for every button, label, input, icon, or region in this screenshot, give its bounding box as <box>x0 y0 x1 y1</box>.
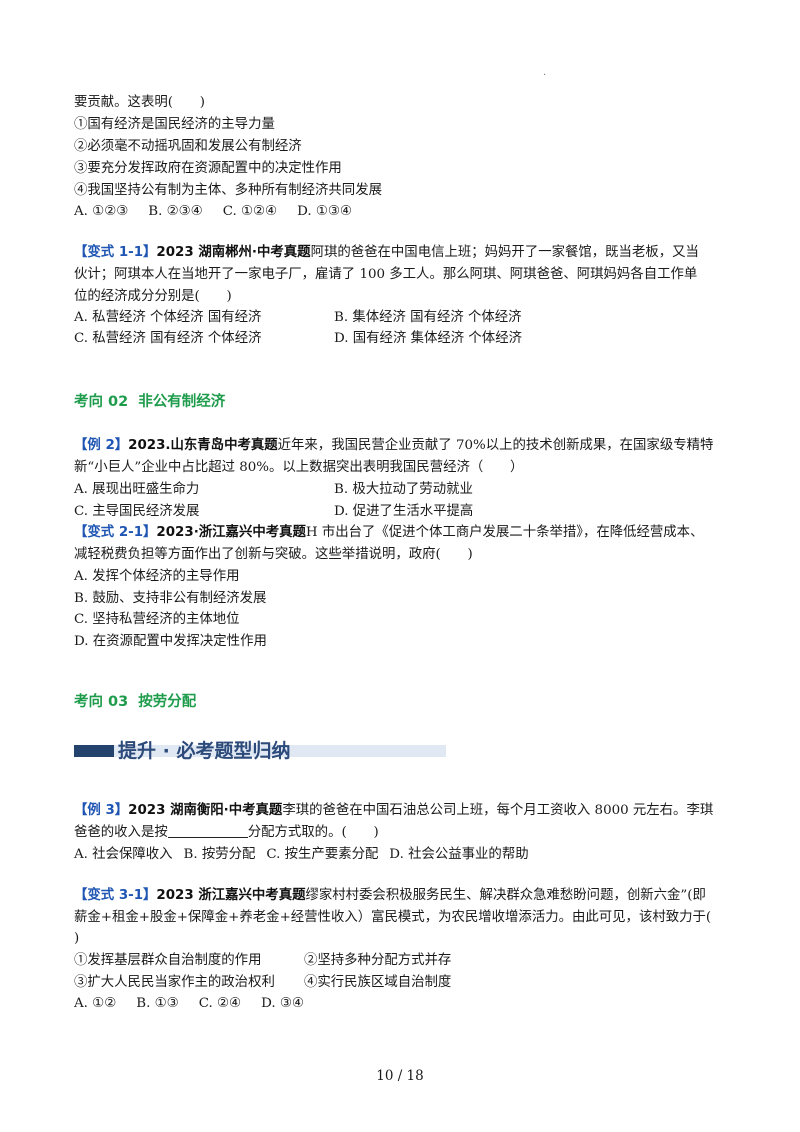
variant-2-1-line2: 减轻税费负担等方面作出了创新与突破。这些举措说明，政府( ) <box>74 547 473 562</box>
variant-3-1-option-1: ①发挥基层群众自治制度的作用 <box>74 953 262 968</box>
variant-1-1-option-c: C. 私营经济 国有经济 个体经济 <box>74 331 262 346</box>
option-4: ④我国坚持公有制为主体、多种所有制经济共同发展 <box>74 183 382 198</box>
variant-3-1-text: 缪家村村委会积极服务民生、解决群众急难愁盼问题，创新六金”(即 <box>305 888 706 903</box>
example-3-line1: 【例 3】2023 湖南衡阳·中考真题李琪的爸爸在中国石油总公司上班，每个月工资… <box>74 801 713 821</box>
section-title: 非公有制经济 <box>138 394 226 410</box>
variant-3-1-option-3: ③扩大人民民当家作主的政治权利 <box>74 975 275 990</box>
example-2-option-c: C. 主导国民经济发展 <box>74 504 200 519</box>
example-2-tag: 【例 2】 <box>74 438 129 453</box>
section-banner: 提升 · 必考题型归纳 <box>74 736 446 762</box>
variant-1-1-option-b: B. 集体经济 国有经济 个体经济 <box>334 310 522 325</box>
example-3-tag: 【例 3】 <box>74 803 129 818</box>
question-text: 要贡献。这表明( ) <box>74 95 205 110</box>
example-2-line1: 【例 2】2023.山东青岛中考真题近年来，我国民营企业贡献了 70%以上的技术… <box>74 436 713 456</box>
example-2-option-a: A. 展现出旺盛生命力 <box>74 482 200 497</box>
variant-2-1-source: 2023·浙江嘉兴中考真题 <box>156 525 306 540</box>
example-2-text: 近年来，我国民营企业贡献了 70%以上的技术创新成果，在国家级专精特 <box>277 438 714 453</box>
answer-choices: A. ①②③ B. ②③④ C. ①②④ D. ①③④ <box>74 204 352 219</box>
example-3-line2: 爸爸的收入是按分配方式取的。( ) <box>74 823 379 840</box>
example-3-source: 2023 湖南衡阳·中考真题 <box>128 803 283 818</box>
variant-3-1-line3: ) <box>74 931 80 946</box>
variant-1-1-tag: 【变式 1-1】 <box>74 245 157 260</box>
section-number: 考向 03 <box>74 694 129 710</box>
section-heading-02: 考向 02 非公有制经济 <box>74 390 235 411</box>
scan-mark: · <box>543 70 547 81</box>
example-2-option-b: B. 极大拉动了劳动就业 <box>334 482 473 497</box>
variant-3-1-line2: 薪金+租金+股金+保障金+养老金+经营性收入）富民模式，为农民增收增添活力。由此… <box>74 910 712 925</box>
variant-2-1-option-a: A. 发挥个体经济的主导作用 <box>74 569 240 584</box>
example-2-line2: 新“小巨人”企业中占比超过 80%。以上数据突出表明我国民营经济（ ） <box>74 460 524 475</box>
variant-2-1-line1: 【变式 2-1】2023·浙江嘉兴中考真题H 市出台了《促进个体工商户发展二十条… <box>74 523 703 543</box>
variant-2-1-tag: 【变式 2-1】 <box>74 525 157 540</box>
banner-title: 提升 · 必考题型归纳 <box>118 740 291 762</box>
example-2-option-d: D. 促进了生活水平提高 <box>334 504 474 519</box>
banner-accent <box>74 745 114 757</box>
variant-1-1-option-d: D. 国有经济 集体经济 个体经济 <box>334 331 522 346</box>
variant-3-1-tag: 【变式 3-1】 <box>74 888 157 903</box>
variant-1-1-source: 2023 湖南郴州·中考真题 <box>156 245 311 260</box>
variant-1-1-line3: 位的经济成分分别是( ) <box>74 289 232 304</box>
variant-1-1-text: 阿琪的爸爸在中国电信上班；妈妈开了一家餐馆，既当老板，又当 <box>310 245 699 260</box>
variant-3-1-line1: 【变式 3-1】2023 浙江嘉兴中考真题缪家村村委会积极服务民生、解决群众急难… <box>74 886 706 906</box>
variant-2-1-option-c: C. 坚持私营经济的主体地位 <box>74 612 240 627</box>
page-number: 10 / 18 <box>376 1068 424 1084</box>
variant-2-1-text: H 市出台了《促进个体工商户发展二十条举措》，在降低经营成本、 <box>305 525 704 540</box>
fill-in-blank <box>167 823 248 838</box>
variant-2-1-option-d: D. 在资源配置中发挥决定性作用 <box>74 634 267 649</box>
section-title: 按劳分配 <box>138 694 197 710</box>
option-2: ②必须毫不动摇巩固和发展公有制经济 <box>74 139 302 154</box>
variant-2-1-option-b: B. 鼓励、支持非公有制经济发展 <box>74 591 267 606</box>
variant-3-1-option-2: ②坚持多种分配方式并存 <box>304 953 452 968</box>
variant-3-1-option-4: ④实行民族区域自治制度 <box>304 975 452 990</box>
section-number: 考向 02 <box>74 394 129 410</box>
variant-1-1-line1: 【变式 1-1】2023 湖南郴州·中考真题阿琪的爸爸在中国电信上班；妈妈开了一… <box>74 243 699 263</box>
variant-3-1-source: 2023 浙江嘉兴中考真题 <box>156 888 306 903</box>
section-heading-03: 考向 03 按劳分配 <box>74 690 206 711</box>
variant-3-1-choices: A. ①② B. ①③ C. ②④ D. ③④ <box>74 996 304 1011</box>
option-1: ①国有经济是国民经济的主导力量 <box>74 117 275 132</box>
example-3-choices: A. 社会保障收入 B. 按劳分配 C. 按生产要素分配 D. 社会公益事业的帮… <box>74 847 529 862</box>
option-3: ③要充分发挥政府在资源配置中的决定性作用 <box>74 161 342 176</box>
example-3-text: 李琪的爸爸在中国石油总公司上班，每个月工资收入 8000 元左右。李琪 <box>282 803 714 818</box>
variant-1-1-option-a: A. 私营经济 个体经济 国有经济 <box>74 310 262 325</box>
variant-1-1-line2: 伙计；阿琪本人在当地开了一家电子厂，雇请了 100 多工人。那么阿琪、阿琪爸爸、… <box>74 267 698 282</box>
example-2-source: 2023.山东青岛中考真题 <box>128 438 278 453</box>
